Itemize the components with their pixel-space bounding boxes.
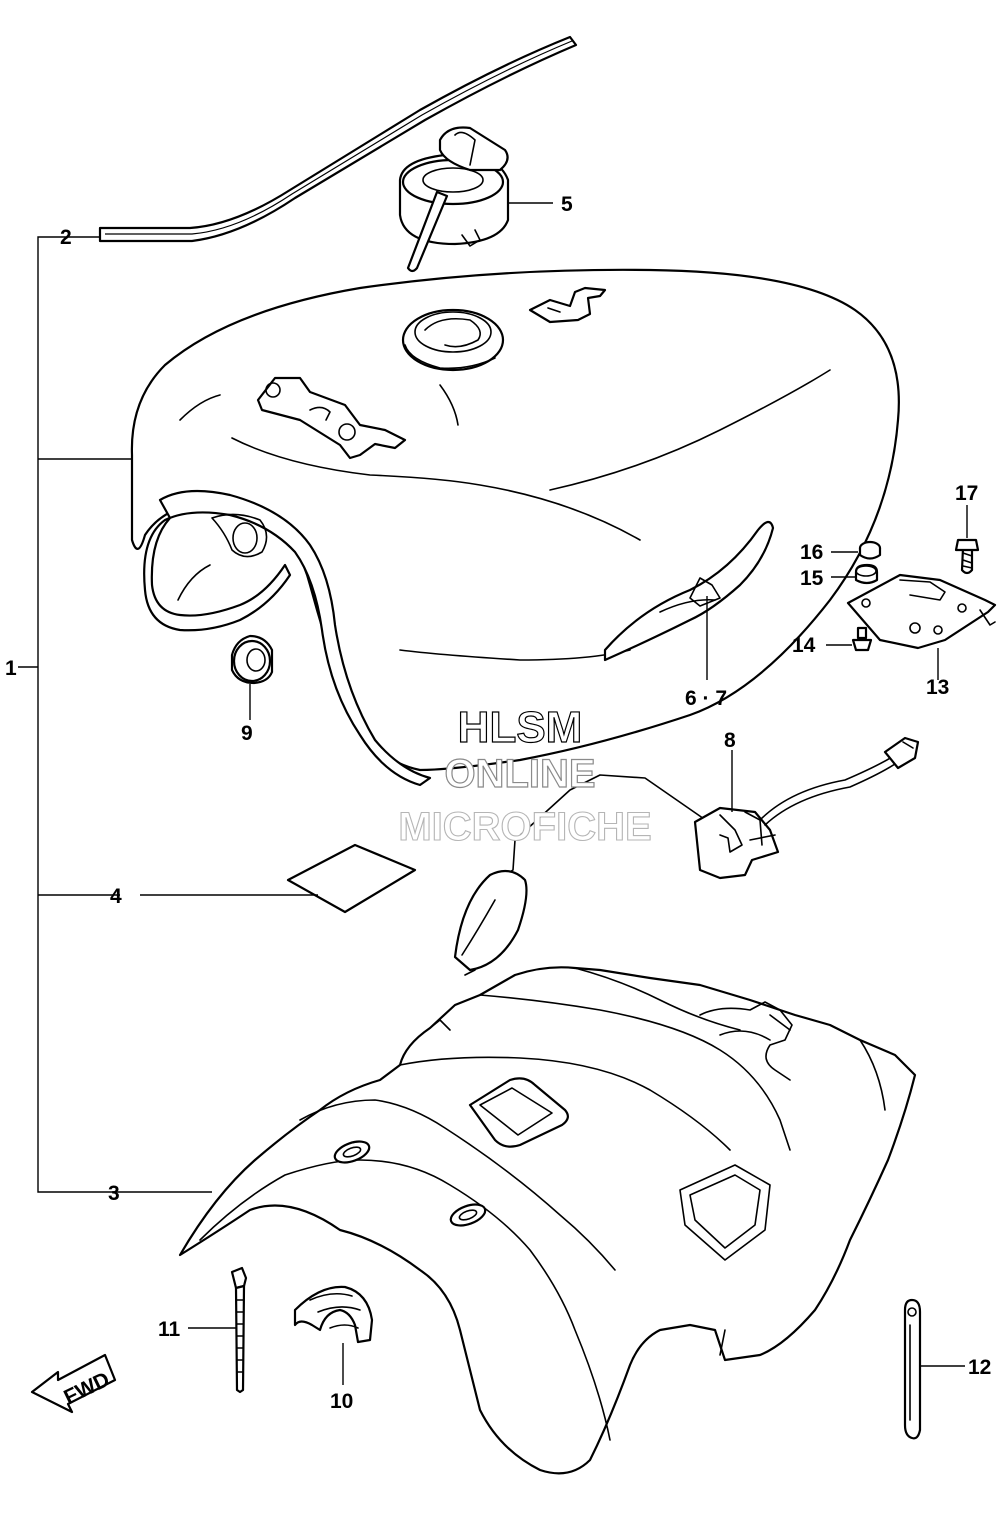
callout-6-7: 6 · 7	[685, 687, 727, 710]
callout-12: 12	[968, 1356, 991, 1379]
callout-11: 11	[158, 1318, 181, 1341]
label-sheet	[140, 843, 417, 914]
callout-3: 3	[108, 1182, 120, 1205]
callout-17: 17	[955, 482, 978, 505]
bracket-assembly	[826, 505, 997, 680]
tank-rubber-strip	[98, 35, 578, 243]
forward-direction-arrow: FWD	[30, 1353, 117, 1414]
grommet	[230, 634, 274, 720]
callout-8: 8	[724, 729, 736, 752]
callout-5: 5	[561, 193, 573, 216]
callout-9: 9	[241, 722, 253, 745]
fuel-level-gauge	[453, 736, 920, 976]
tank-cover	[178, 966, 917, 1475]
clip	[903, 1298, 965, 1440]
assembly-bracket	[18, 236, 212, 1193]
callout-labels: 1 2 3 4 5 6 · 7 8 9 10 11 12 13 14 15 16…	[5, 193, 991, 1413]
callout-10: 10	[330, 1390, 353, 1413]
watermark-line-3: MICROFICHE	[398, 805, 651, 849]
callout-4: 4	[110, 885, 122, 908]
callout-13: 13	[926, 676, 949, 699]
cable-tie	[188, 1266, 248, 1394]
watermark: HLSM ONLINE MICROFICHE	[398, 702, 652, 849]
callout-2: 2	[60, 226, 72, 249]
fuel-tank	[130, 268, 900, 787]
watermark-line-1: HLSM	[458, 703, 583, 752]
callout-15: 15	[800, 567, 824, 590]
callout-16: 16	[800, 541, 823, 564]
watermark-line-2: ONLINE	[444, 752, 595, 796]
callout-1: 1	[5, 657, 17, 680]
callout-14: 14	[792, 634, 816, 657]
fuel-cap	[398, 126, 553, 273]
clamp-cushion	[293, 1285, 374, 1385]
